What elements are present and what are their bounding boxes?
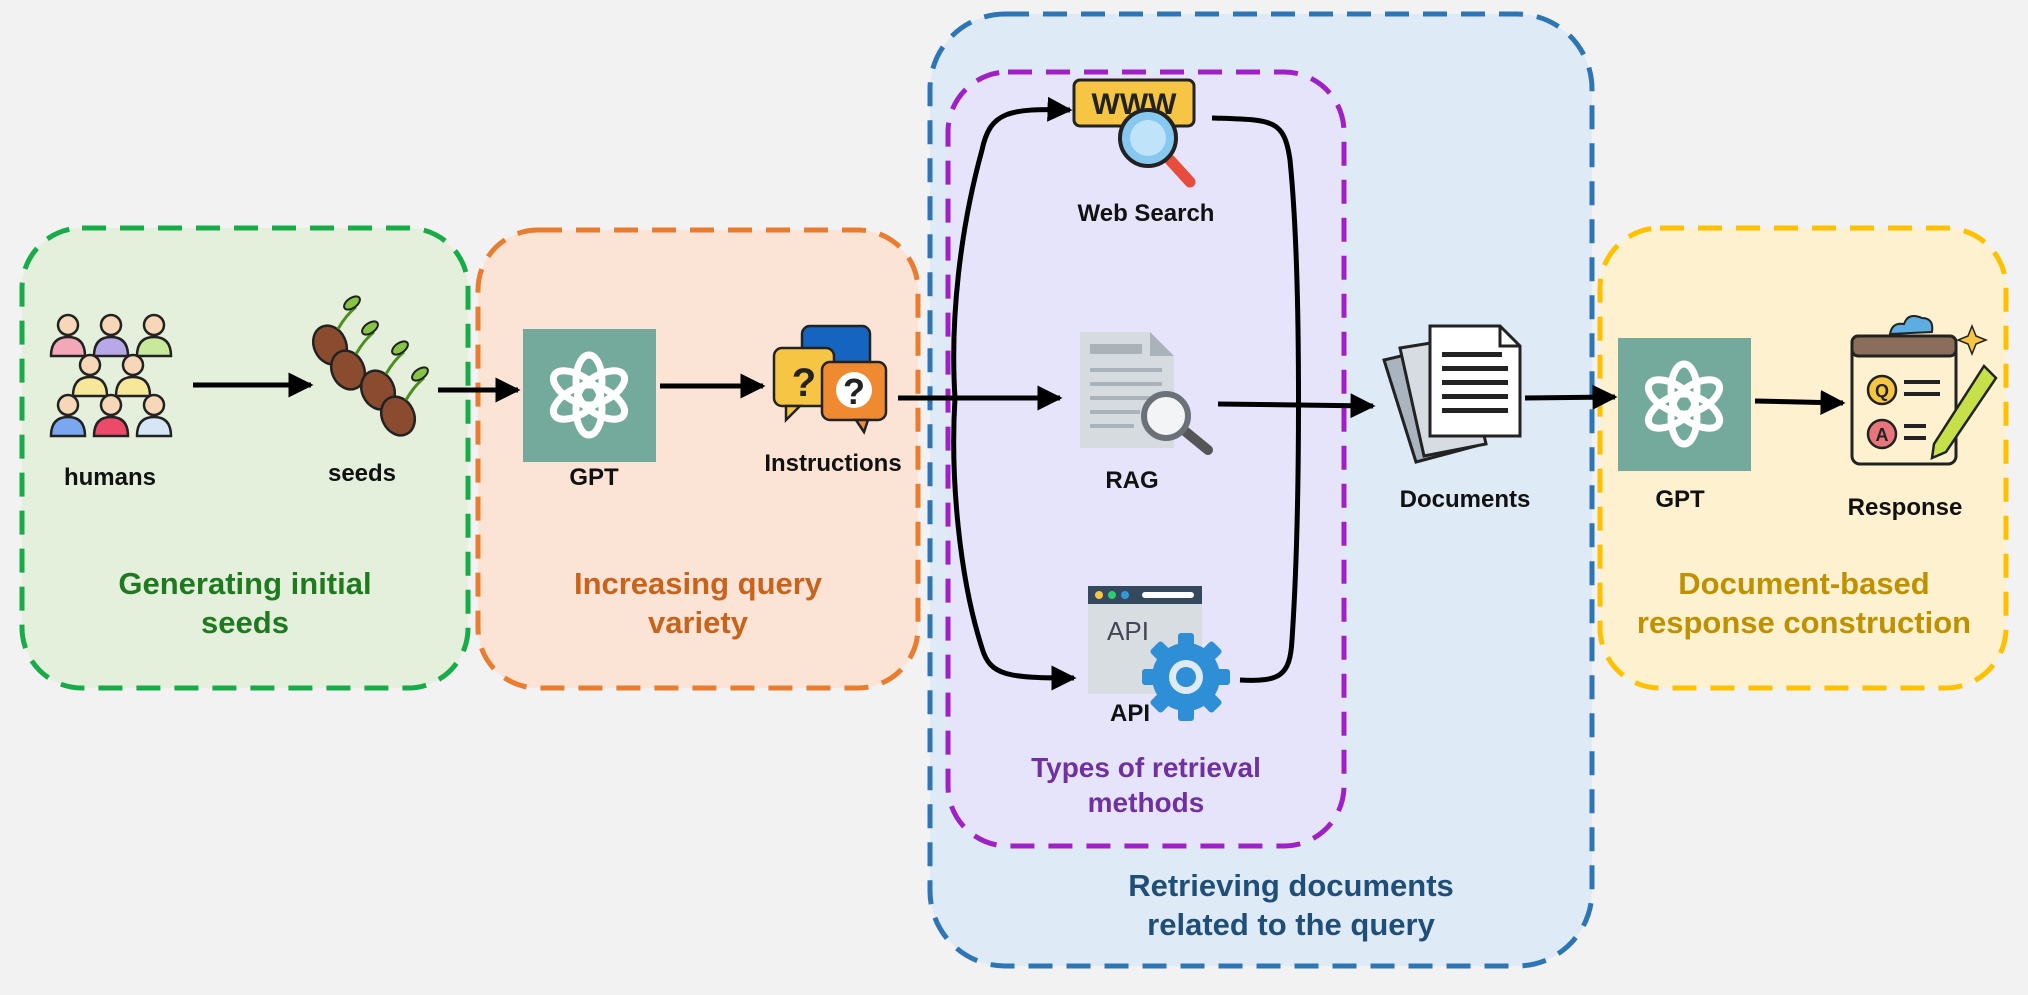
methods-title: Types of retrieval methods — [1031, 752, 1261, 818]
documents-stack-icon — [1382, 324, 1522, 464]
api-icon-text: API — [1107, 616, 1149, 646]
seeds-stage-title: Generating initial seeds — [118, 566, 372, 640]
web-search-label: Web Search — [1077, 200, 1215, 227]
response-stage-title: Document-based response construction — [1636, 566, 1972, 640]
gpt-label-2: GPT — [1655, 486, 1705, 513]
seeds-label: seeds — [327, 460, 397, 487]
instructions-label: Instructions — [764, 450, 902, 477]
rag-label: RAG — [1105, 467, 1159, 494]
flow-arrows — [193, 96, 1846, 691]
gpt-label-1: GPT — [569, 464, 619, 491]
api-label: API — [1109, 700, 1150, 727]
document-search-icon — [1080, 332, 1213, 455]
question-bubbles-icon: ? ? — [772, 324, 888, 435]
gpt-logo-icon-1 — [523, 329, 656, 462]
seeds-stage-box — [19, 225, 471, 691]
qa-clipboard-icon: Q A — [1850, 315, 1998, 466]
svg-text:?: ? — [843, 371, 865, 412]
documents-label: Documents — [1399, 486, 1531, 513]
api-gear-icon: API — [1088, 586, 1230, 721]
variety-stage-title: Increasing query variety — [573, 566, 823, 640]
methods-box — [945, 69, 1347, 849]
response-label: Response — [1847, 494, 1963, 521]
svg-text:?: ? — [792, 361, 816, 405]
retrieving-stage-title: Retrieving documents related to the quer… — [1128, 868, 1454, 942]
a-badge: A — [1876, 425, 1889, 445]
www-search-icon: WWW — [1072, 78, 1196, 188]
gpt-logo-icon-2 — [1618, 338, 1751, 471]
q-badge: Q — [1875, 381, 1889, 401]
humans-label: humans — [63, 464, 156, 491]
